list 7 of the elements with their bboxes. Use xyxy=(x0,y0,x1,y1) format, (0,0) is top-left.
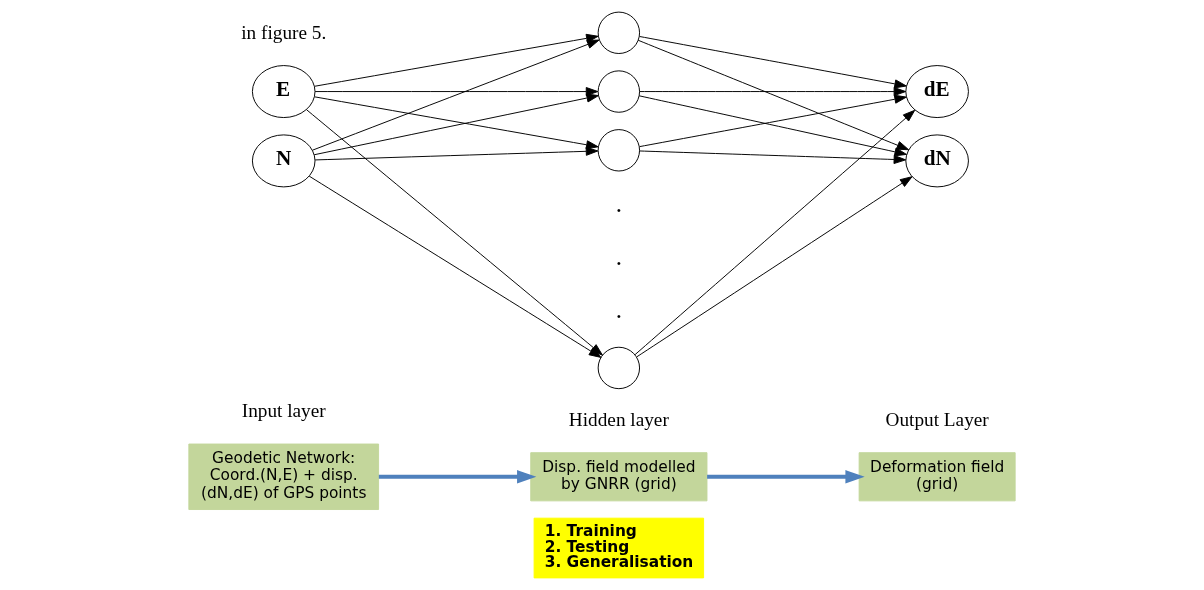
label: in figure 5. xyxy=(241,21,327,43)
label: Input layer xyxy=(241,400,326,422)
label: . xyxy=(615,190,622,218)
label: . xyxy=(615,296,622,324)
label: . xyxy=(615,243,622,271)
label: Hidden layer xyxy=(568,408,669,430)
label: Output Layer xyxy=(885,408,989,430)
